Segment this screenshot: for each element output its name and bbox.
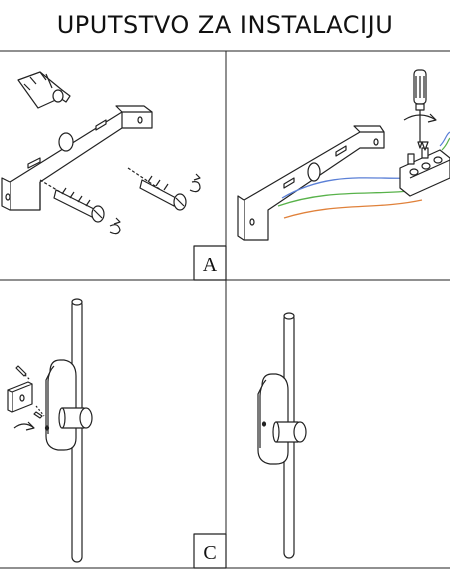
- lamp-body: [44, 359, 77, 451]
- screw-icon: [39, 179, 105, 223]
- lamp-body: [257, 373, 289, 465]
- wall-dowel-icon: [17, 71, 71, 109]
- lamp-knob: [58, 407, 93, 429]
- rotate-arrow-icon: [109, 217, 121, 235]
- small-bracket-icon: [7, 371, 45, 417]
- panel-a-label: A: [203, 254, 218, 276]
- instruction-diagram: A: [0, 50, 450, 569]
- rotate-arrow-icon: [13, 421, 35, 431]
- rotate-arrow-icon: [403, 113, 437, 123]
- screw-icon: [15, 365, 43, 419]
- mounting-bracket: [237, 125, 385, 241]
- terminal-block-icon: [399, 141, 450, 197]
- panel-c-label-box: [193, 533, 227, 569]
- panel-c-label: C: [203, 542, 216, 564]
- lamp-knob: [272, 421, 307, 443]
- rotate-arrow-icon: [189, 173, 201, 193]
- screw-icon: [127, 167, 187, 211]
- panel-grid: [0, 50, 450, 569]
- panel-a: [1, 71, 227, 281]
- panel-a-label-box: [193, 245, 227, 281]
- page-title: UPUTSTVO ZA INSTALACIJU: [56, 11, 394, 39]
- panel-d: [257, 312, 307, 559]
- panel-b: [237, 69, 450, 241]
- panel-c: [7, 298, 227, 569]
- mounting-bracket: [1, 105, 153, 211]
- screwdriver-icon: [413, 69, 427, 149]
